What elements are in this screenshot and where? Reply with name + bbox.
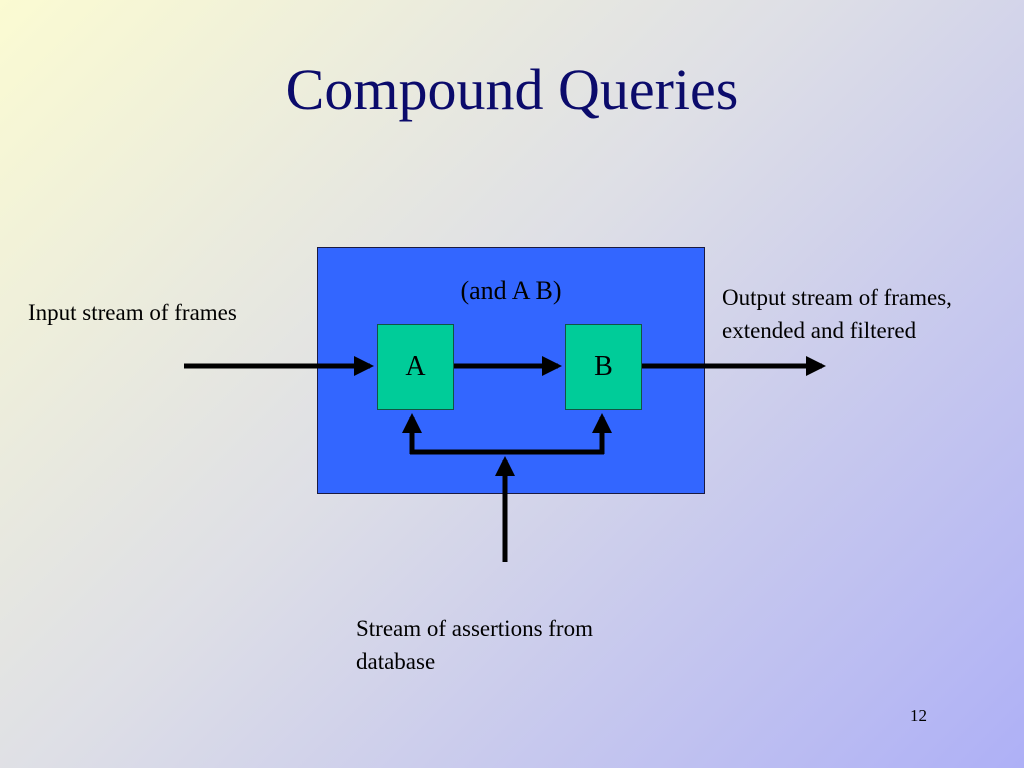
assertions-stream-label-line2: database	[356, 649, 436, 674]
slide-title: Compound Queries	[285, 57, 739, 122]
page-number: 12	[910, 706, 927, 725]
output-stream-label-line2: extended and filtered	[722, 318, 917, 343]
query-node-a-label: A	[405, 351, 426, 382]
query-node-b-label: B	[594, 351, 613, 382]
output-stream-label-line1: Output stream of frames,	[722, 285, 952, 310]
query-node-b: B	[565, 324, 642, 410]
input-stream-label: Input stream of frames	[28, 300, 237, 325]
assertions-stream-label: Stream of assertions from database	[356, 612, 676, 678]
query-node-a: A	[377, 324, 454, 410]
and-query-label: (and A B)	[460, 276, 562, 305]
assertions-stream-label-line1: Stream of assertions from	[356, 616, 593, 641]
output-stream-label: Output stream of frames, extended and fi…	[722, 281, 1022, 347]
